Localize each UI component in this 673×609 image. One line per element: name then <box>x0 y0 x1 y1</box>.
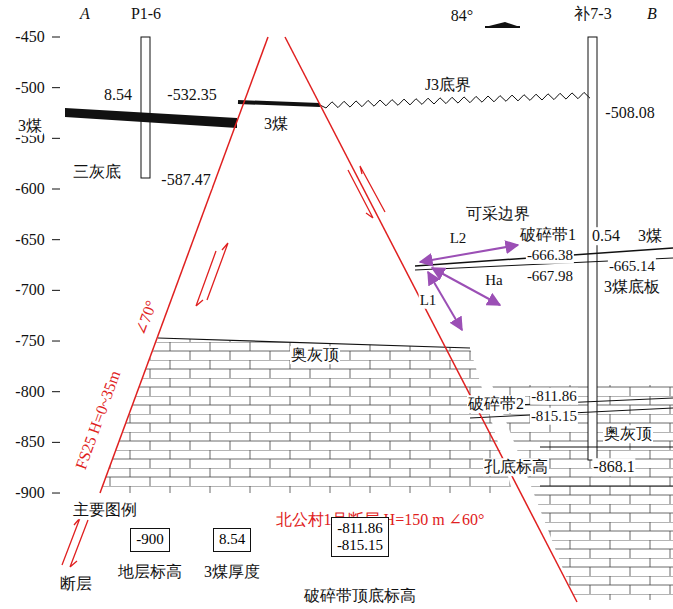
axis-tick <box>52 189 60 190</box>
sample-value: -815.15 <box>337 537 383 554</box>
axis-tick <box>52 87 60 88</box>
borehole-name: 补7-3 <box>573 5 612 23</box>
axis-tick <box>52 37 60 38</box>
distance-symbol: L1 <box>419 292 438 309</box>
boundary-name: J3底界 <box>424 76 472 94</box>
seam-name: 3煤 <box>637 227 663 245</box>
seam-name: 3煤 <box>17 117 43 135</box>
fault-dip: ∠70° <box>131 297 160 339</box>
axis-tick <box>52 341 60 342</box>
axis-value: -900 <box>14 484 45 502</box>
axis-value: -700 <box>14 282 45 300</box>
axis-value: -650 <box>14 231 45 249</box>
axis-tick <box>52 239 60 240</box>
borehole-name: P1-6 <box>130 5 162 23</box>
elevation: -666.38 <box>526 247 574 264</box>
axis-value: -500 <box>14 79 45 97</box>
seam-name: 3煤 <box>263 115 289 133</box>
layer-name: 3煤底板 <box>603 278 661 296</box>
legend-text: 断层 <box>59 575 93 593</box>
sample-value: -811.86 <box>337 520 383 537</box>
elevation: -587.47 <box>160 171 211 189</box>
axis-value: -800 <box>14 383 45 401</box>
axis-value: -750 <box>14 332 45 350</box>
legend-sample-box: 8.54 <box>213 528 251 551</box>
elevation: -868.1 <box>592 458 635 476</box>
hole-bottom: 孔底标高 <box>483 458 549 476</box>
axis-tick <box>52 290 60 291</box>
axis-value: -850 <box>14 434 45 452</box>
elevation: -667.98 <box>526 268 574 285</box>
legend-text: 3煤厚度 <box>203 563 261 581</box>
axis-tick <box>52 138 60 139</box>
elevation: -532.35 <box>166 86 217 104</box>
legend-sample-box: -811.86-815.15 <box>331 517 389 558</box>
fracture-zone: 破碎带2 <box>467 395 525 413</box>
layer-name: 奥灰顶 <box>290 346 340 364</box>
mining-boundary: 可采边界 <box>465 205 531 223</box>
elevation: -815.15 <box>530 408 578 425</box>
layer-name: 奥灰顶 <box>603 425 653 443</box>
sample-value: 8.54 <box>219 531 245 548</box>
section-end: B <box>646 5 658 23</box>
legend-text: 地层标高 <box>117 563 183 581</box>
fracture-zone: 破碎带1 <box>519 226 577 244</box>
axis-tick <box>52 391 60 392</box>
layer-name: 三灰底 <box>72 163 122 181</box>
strike-angle: 84° <box>450 7 474 25</box>
sample-value: -900 <box>136 531 164 548</box>
legend-text: 破碎带顶底标高 <box>303 587 417 605</box>
axis-value: -600 <box>14 180 45 198</box>
distance-symbol: L2 <box>449 230 468 247</box>
legend-sample-box: -900 <box>130 528 170 551</box>
axis-value: -450 <box>14 28 45 46</box>
elevation: -508.08 <box>604 104 655 122</box>
elevation: -811.86 <box>530 388 578 405</box>
legend-title: 主要图例 <box>72 501 138 519</box>
section-end: A <box>79 5 91 23</box>
seam-thickness: 0.54 <box>591 227 621 245</box>
distance-symbol: Ha <box>484 272 504 289</box>
axis-tick <box>52 493 60 494</box>
axis-tick <box>52 442 60 443</box>
elevation: -665.14 <box>608 258 656 275</box>
seam-thickness: 8.54 <box>103 86 133 104</box>
